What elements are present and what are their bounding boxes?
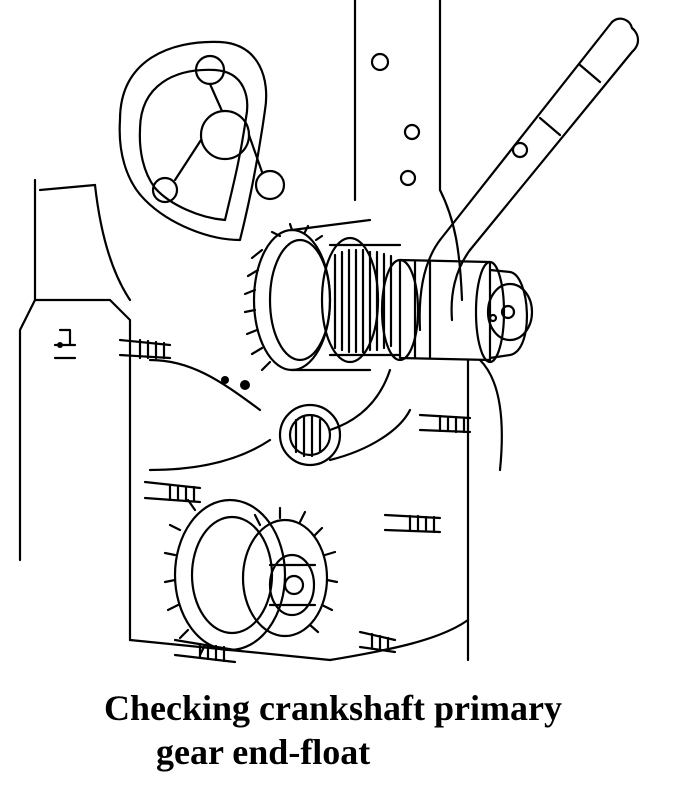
bushing bbox=[278, 403, 342, 467]
clamp-assembly bbox=[380, 258, 534, 364]
primary-gear bbox=[243, 218, 402, 372]
lower-gears bbox=[163, 498, 339, 657]
studs bbox=[53, 328, 472, 664]
crankcase-outline bbox=[18, 0, 503, 662]
cover-plate bbox=[118, 40, 421, 242]
engine-crankshaft-illustration bbox=[18, 0, 640, 664]
figure-caption-line-2: gear end-float bbox=[156, 732, 371, 772]
detail-dots bbox=[57, 342, 250, 390]
figure-caption-line-1: Checking crankshaft primary bbox=[104, 688, 562, 728]
feeler-gauge bbox=[418, 17, 640, 332]
